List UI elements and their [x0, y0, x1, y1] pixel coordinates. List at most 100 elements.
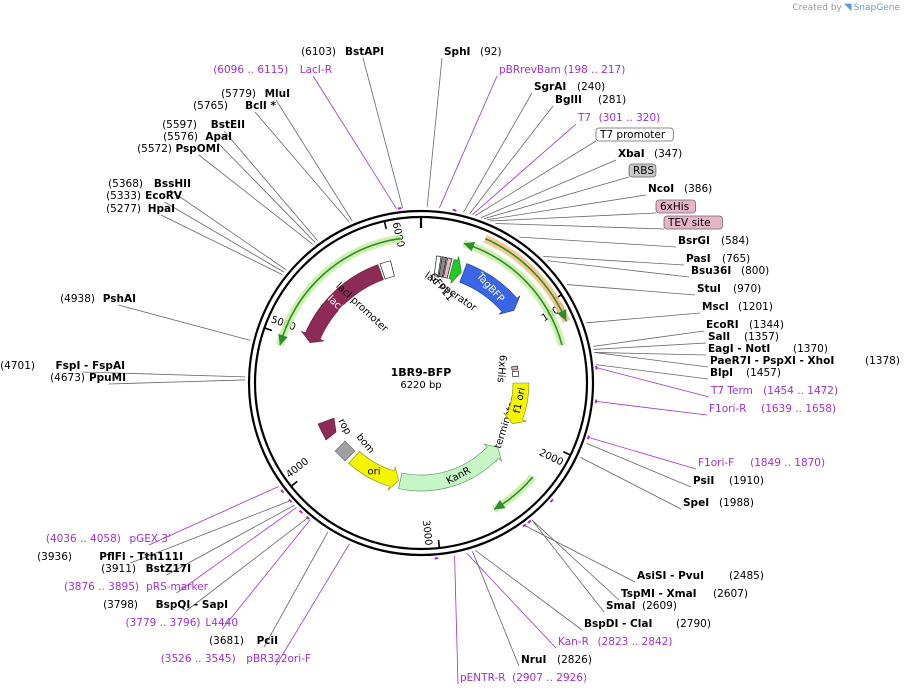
primer-label[interactable]: LacI-R(6096 .. 6115)	[213, 64, 332, 76]
svg-text:NcoI: NcoI	[648, 183, 674, 195]
site-label[interactable]: ApaI(5576)	[163, 131, 232, 143]
primer-label[interactable]: pBRrevBam(198 .. 217)	[499, 64, 625, 76]
primer-label[interactable]: T7(301 .. 320)	[577, 112, 660, 124]
site-label[interactable]: HpaI(5277)	[106, 203, 175, 215]
leader-line	[595, 364, 709, 380]
site-label[interactable]: BspDI - ClaI(2790)	[584, 618, 711, 630]
svg-text:EcoRI: EcoRI	[706, 319, 739, 331]
site-label[interactable]: SmaI(2609)	[606, 600, 677, 612]
primer-label[interactable]: pGEX 3'(4036 .. 4058)	[46, 533, 171, 545]
svg-text:BlpI: BlpI	[710, 367, 733, 379]
feature-ori[interactable]: ori	[348, 450, 399, 492]
site-label[interactable]: XbaI (347)	[618, 148, 682, 160]
site-label[interactable]: PsiI(1910)	[693, 475, 764, 487]
svg-text:(3798): (3798)	[103, 599, 138, 611]
feature-box-label[interactable]: RBS	[628, 163, 657, 178]
svg-text:RBS: RBS	[633, 165, 654, 177]
primer-label[interactable]: T7 Term(1454 .. 1472)	[710, 385, 838, 397]
site-label[interactable]: AsiSI - PvuI(2485)	[637, 570, 764, 582]
tick-label: 3000	[420, 520, 434, 547]
feature-laci[interactable]: lacI	[300, 264, 384, 343]
leader-line	[108, 379, 246, 385]
site-label[interactable]: EcoRV(5333)	[106, 190, 183, 202]
primer-label[interactable]: pBR322ori-F(3526 .. 3545)	[161, 653, 311, 665]
site-label[interactable]: SgrAI(240)	[534, 81, 605, 93]
tick-label: 2000	[537, 447, 565, 468]
leader-line	[595, 400, 708, 416]
site-label[interactable]: PshAI(4938)	[60, 293, 136, 305]
site-label[interactable]: FspI - FspAI(4701)	[0, 360, 125, 372]
primer-label[interactable]: pRS-marker(3876 .. 3895)	[64, 581, 209, 593]
site-label[interactable]: SpeI(1988)	[683, 497, 754, 509]
svg-text:AsiSI - PvuI: AsiSI - PvuI	[637, 570, 704, 582]
feature-tagbfp[interactable]: TagBFP	[459, 263, 521, 315]
primer-label[interactable]: F1ori-F(1849 .. 1870)	[698, 457, 825, 469]
primer-label[interactable]: F1ori-R(1639 .. 1658)	[709, 403, 836, 415]
feature-f1-ori[interactable]: f1 ori	[502, 382, 530, 424]
feature-rop-label: rop	[335, 417, 353, 437]
svg-text:L4440: L4440	[205, 617, 238, 629]
svg-text:EcoRV: EcoRV	[145, 190, 183, 202]
primer-label[interactable]: pENTR-R(2907 .. 2926)	[460, 672, 587, 684]
site-label[interactable]: BglII(281)	[555, 94, 626, 106]
site-label[interactable]: MluI(5779)	[221, 88, 290, 100]
leader-line	[519, 236, 677, 248]
primer-label[interactable]: Kan-R(2823 .. 2842)	[558, 636, 673, 648]
feature-box-label[interactable]: T7 promoter	[595, 127, 674, 142]
svg-text:(3936): (3936)	[37, 551, 72, 563]
site-label[interactable]: NcoI(386)	[648, 183, 712, 195]
site-label[interactable]: BstAPI(6103)	[301, 46, 384, 58]
backbone-outer-ring	[247, 209, 595, 557]
site-label[interactable]: PspOMI(5572)	[137, 143, 220, 155]
primer-marker	[549, 498, 554, 503]
tick-mark	[383, 220, 387, 230]
site-label[interactable]: EcoRI(1344)	[706, 319, 784, 331]
site-label[interactable]: PflFI - Tth111I(3936)	[37, 551, 183, 563]
site-label[interactable]: BstZ17I(3911)	[101, 563, 191, 575]
site-label[interactable]: TspMI - XmaI(2607)	[621, 588, 748, 600]
site-label[interactable]: PpuMI(4673)	[50, 372, 126, 384]
svg-text:pBR322ori-F: pBR322ori-F	[246, 653, 311, 665]
site-label[interactable]: PciI(3681)	[209, 635, 278, 647]
primer-marker	[527, 519, 532, 524]
site-label[interactable]: MscI(1201)	[702, 301, 773, 313]
svg-text:(347): (347)	[654, 148, 682, 160]
leader-line	[176, 507, 297, 594]
site-label[interactable]: BsrGI(584)	[678, 235, 749, 247]
site-label[interactable]: BssHII(5368)	[108, 178, 191, 190]
svg-text:(2609): (2609)	[642, 600, 677, 612]
feature-6xhis[interactable]: 6xHis	[495, 354, 519, 383]
site-label[interactable]: PaeR7I - PspXI - XhoI(1378)	[710, 355, 900, 367]
feature-promoter-cluster[interactable]	[433, 255, 453, 279]
svg-text:(1370): (1370)	[793, 343, 828, 355]
svg-text:XbaI: XbaI	[618, 148, 645, 160]
svg-text:(6096 .. 6115): (6096 .. 6115)	[213, 64, 288, 76]
svg-text:(1454 .. 1472): (1454 .. 1472)	[763, 385, 838, 397]
site-label[interactable]: SalI(1357)	[708, 331, 779, 343]
site-label[interactable]: BlpI(1457)	[710, 367, 781, 379]
site-label[interactable]: StuI(970)	[697, 283, 761, 295]
primer-markers	[280, 207, 598, 560]
primer-label[interactable]: L4440(3779 .. 3796)	[126, 617, 239, 629]
primer-marker	[298, 509, 304, 514]
svg-text:T7 promoter: T7 promoter	[599, 129, 666, 141]
leader-line	[586, 442, 692, 488]
site-label[interactable]: NruI(2826)	[521, 654, 592, 666]
site-label[interactable]: PasI(765)	[686, 253, 750, 265]
svg-text:(584): (584)	[721, 235, 749, 247]
site-label[interactable]: SphI(92)	[444, 46, 502, 58]
feature-box-label[interactable]: TEV site	[663, 215, 723, 230]
svg-text:(4036 .. 4058): (4036 .. 4058)	[46, 533, 121, 545]
site-label[interactable]: BclI *(5765)	[193, 100, 276, 112]
feature-box-label[interactable]: 6xHis	[655, 199, 696, 214]
site-label[interactable]: Bsu36I(800)	[691, 265, 769, 277]
site-label[interactable]: BspQI - SapI(3798)	[103, 599, 228, 611]
leader-lines	[82, 57, 710, 685]
feature-rop[interactable]: rop	[317, 417, 353, 441]
site-label[interactable]: EagI - NotI(1370)	[708, 343, 828, 355]
site-label[interactable]: BstEII(5597)	[162, 119, 245, 131]
svg-text:(765): (765)	[722, 253, 750, 265]
feature-kanr[interactable]: KanR	[398, 443, 503, 492]
feature-bom-label: bom	[354, 432, 377, 456]
